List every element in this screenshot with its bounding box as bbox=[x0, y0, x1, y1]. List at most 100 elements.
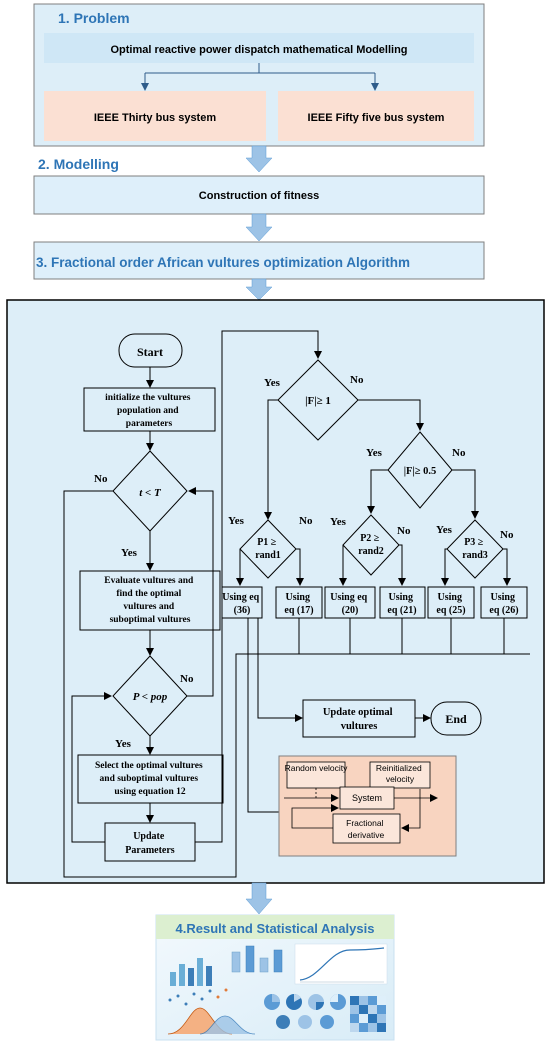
update-params-label: Update Parameters bbox=[125, 831, 175, 856]
ieee30-box bbox=[44, 91, 266, 141]
p1-no-label: No bbox=[299, 515, 313, 527]
fractional-line-2: derivative bbox=[348, 830, 385, 840]
result-title: 4.Result and Statistical Analysis bbox=[176, 921, 375, 936]
p2-no-label: No bbox=[397, 525, 411, 537]
select-box bbox=[77, 754, 224, 804]
evaluate-label: Evaluate vultures and find the optimal v… bbox=[104, 576, 195, 625]
eq20-line-1: Using eq bbox=[330, 592, 367, 603]
evaluate-line-3: vultures and bbox=[123, 602, 174, 612]
p1-yes-label: Yes bbox=[228, 515, 245, 527]
reinitialized-line-2: velocity bbox=[386, 774, 415, 784]
flow-arrow-3 bbox=[245, 278, 273, 301]
eq17-line-2: eq (17) bbox=[284, 605, 313, 616]
t-no-label: No bbox=[94, 473, 108, 485]
f05-condition-diamond bbox=[387, 431, 453, 509]
reinitialized-velocity-box bbox=[369, 761, 431, 789]
heatmap-illustration bbox=[350, 996, 386, 1032]
ieee55-box bbox=[278, 91, 474, 141]
eq20-line-2: (20) bbox=[342, 605, 359, 616]
modelling-box-label: Optimal reactive power dispatch mathemat… bbox=[110, 44, 407, 56]
evaluate-box bbox=[79, 570, 221, 631]
update-optimal-line-2: vultures bbox=[341, 721, 378, 732]
f05-condition-label: |F|≥ 0.5 bbox=[404, 466, 437, 477]
p2-condition-diamond bbox=[342, 514, 400, 576]
update-optimal-label: Update optimal vultures bbox=[323, 707, 395, 732]
eq26-line-2: eq (26) bbox=[489, 605, 518, 616]
p1-line-1: P1 ≥ bbox=[257, 537, 277, 548]
p3-condition-label: P3 ≥ rand3 bbox=[462, 537, 488, 561]
modelling-title: 2. Modelling bbox=[38, 156, 119, 172]
init-line-2: population and bbox=[117, 406, 179, 416]
f05-no-line bbox=[452, 469, 479, 519]
f1-no-line bbox=[358, 399, 424, 431]
inset-connectors bbox=[284, 788, 438, 832]
update-params-line-2: Parameters bbox=[125, 845, 175, 856]
init-line-3: parameters bbox=[126, 419, 173, 429]
pie-illustration bbox=[264, 993, 346, 1029]
select-line-3: using equation 12 bbox=[114, 787, 186, 797]
algorithm-title: 3. Fractional order African vultures opt… bbox=[36, 255, 410, 270]
f05-no-label: No bbox=[452, 447, 466, 459]
system-label: System bbox=[352, 793, 382, 803]
evaluate-line-2: find the optimal bbox=[116, 589, 181, 599]
fractional-derivative-label: Fractional derivative bbox=[346, 818, 386, 840]
p1-condition-diamond bbox=[239, 519, 297, 579]
fitness-label: Construction of fitness bbox=[199, 190, 319, 202]
p1-no-line bbox=[296, 548, 304, 586]
select-line-1: Select the optimal vultures bbox=[95, 761, 203, 771]
evaluate-line-4: suboptimal vultures bbox=[110, 615, 191, 625]
modelling-box bbox=[44, 33, 474, 63]
eq17-label: Using eq (17) bbox=[284, 592, 313, 616]
flow-arrow-2 bbox=[245, 213, 273, 242]
update-optimal-line-1: Update optimal bbox=[323, 707, 393, 718]
eq26-line-1: Using bbox=[491, 592, 515, 603]
p3-no-label: No bbox=[500, 529, 514, 541]
p2-line-1: P2 ≥ bbox=[360, 533, 380, 544]
bell-curve-illustration bbox=[167, 1007, 256, 1035]
f05-yes-label: Yes bbox=[366, 447, 383, 459]
init-box bbox=[83, 387, 216, 432]
eq36-box bbox=[221, 586, 263, 619]
f05-yes-line bbox=[367, 469, 388, 514]
p3-line-1: P3 ≥ bbox=[464, 537, 484, 548]
eq-collector-lines bbox=[298, 618, 505, 654]
ieee30-label: IEEE Thirty bus system bbox=[94, 112, 216, 124]
p2-no-line bbox=[398, 544, 406, 586]
eq21-box bbox=[379, 586, 426, 619]
cube-bars-illustration bbox=[231, 945, 283, 973]
p1-condition-label: P1 ≥ rand1 bbox=[255, 537, 281, 561]
eq36-to-update-optimal bbox=[257, 618, 303, 722]
eq36-label: Using eq (36) bbox=[222, 592, 261, 616]
eq17-line-1: Using bbox=[286, 592, 310, 603]
t-condition-label: t < T bbox=[139, 487, 162, 499]
split-connector bbox=[145, 63, 375, 74]
eq36-line-2: (36) bbox=[234, 605, 251, 616]
ieee55-label: IEEE Fifty five bus system bbox=[308, 112, 445, 124]
p1-line-2: rand1 bbox=[255, 550, 281, 561]
p-no-loop bbox=[187, 487, 214, 697]
eq26-box bbox=[480, 586, 528, 619]
p2-yes-label: Yes bbox=[330, 516, 347, 528]
init-line-1: initialize the vultures bbox=[105, 393, 191, 403]
eq25-label: Using eq (25) bbox=[436, 592, 465, 616]
end-terminal bbox=[430, 701, 482, 736]
init-label: initialize the vultures population and p… bbox=[105, 393, 193, 429]
algorithm-title-box bbox=[33, 241, 485, 280]
p3-line-2: rand3 bbox=[462, 550, 488, 561]
fractional-line-1: Fractional bbox=[346, 818, 383, 828]
select-label: Select the optimal vultures and suboptim… bbox=[95, 761, 205, 797]
bar-chart-illustration bbox=[170, 958, 212, 986]
start-label: Start bbox=[137, 345, 163, 359]
random-velocity-label: Random velocity bbox=[285, 763, 349, 773]
f1-no-label: No bbox=[350, 374, 364, 386]
flow-arrow-1 bbox=[245, 145, 273, 173]
eq21-line-1: Using bbox=[389, 592, 413, 603]
t-yes-label: Yes bbox=[121, 547, 138, 559]
update-params-box bbox=[104, 822, 196, 862]
problem-title: 1. Problem bbox=[58, 10, 130, 26]
eq26-label: Using eq (26) bbox=[489, 592, 518, 616]
curve-chart-illustration bbox=[294, 943, 388, 985]
fractional-derivative-box bbox=[332, 813, 401, 844]
eq25-line-2: eq (25) bbox=[436, 605, 465, 616]
